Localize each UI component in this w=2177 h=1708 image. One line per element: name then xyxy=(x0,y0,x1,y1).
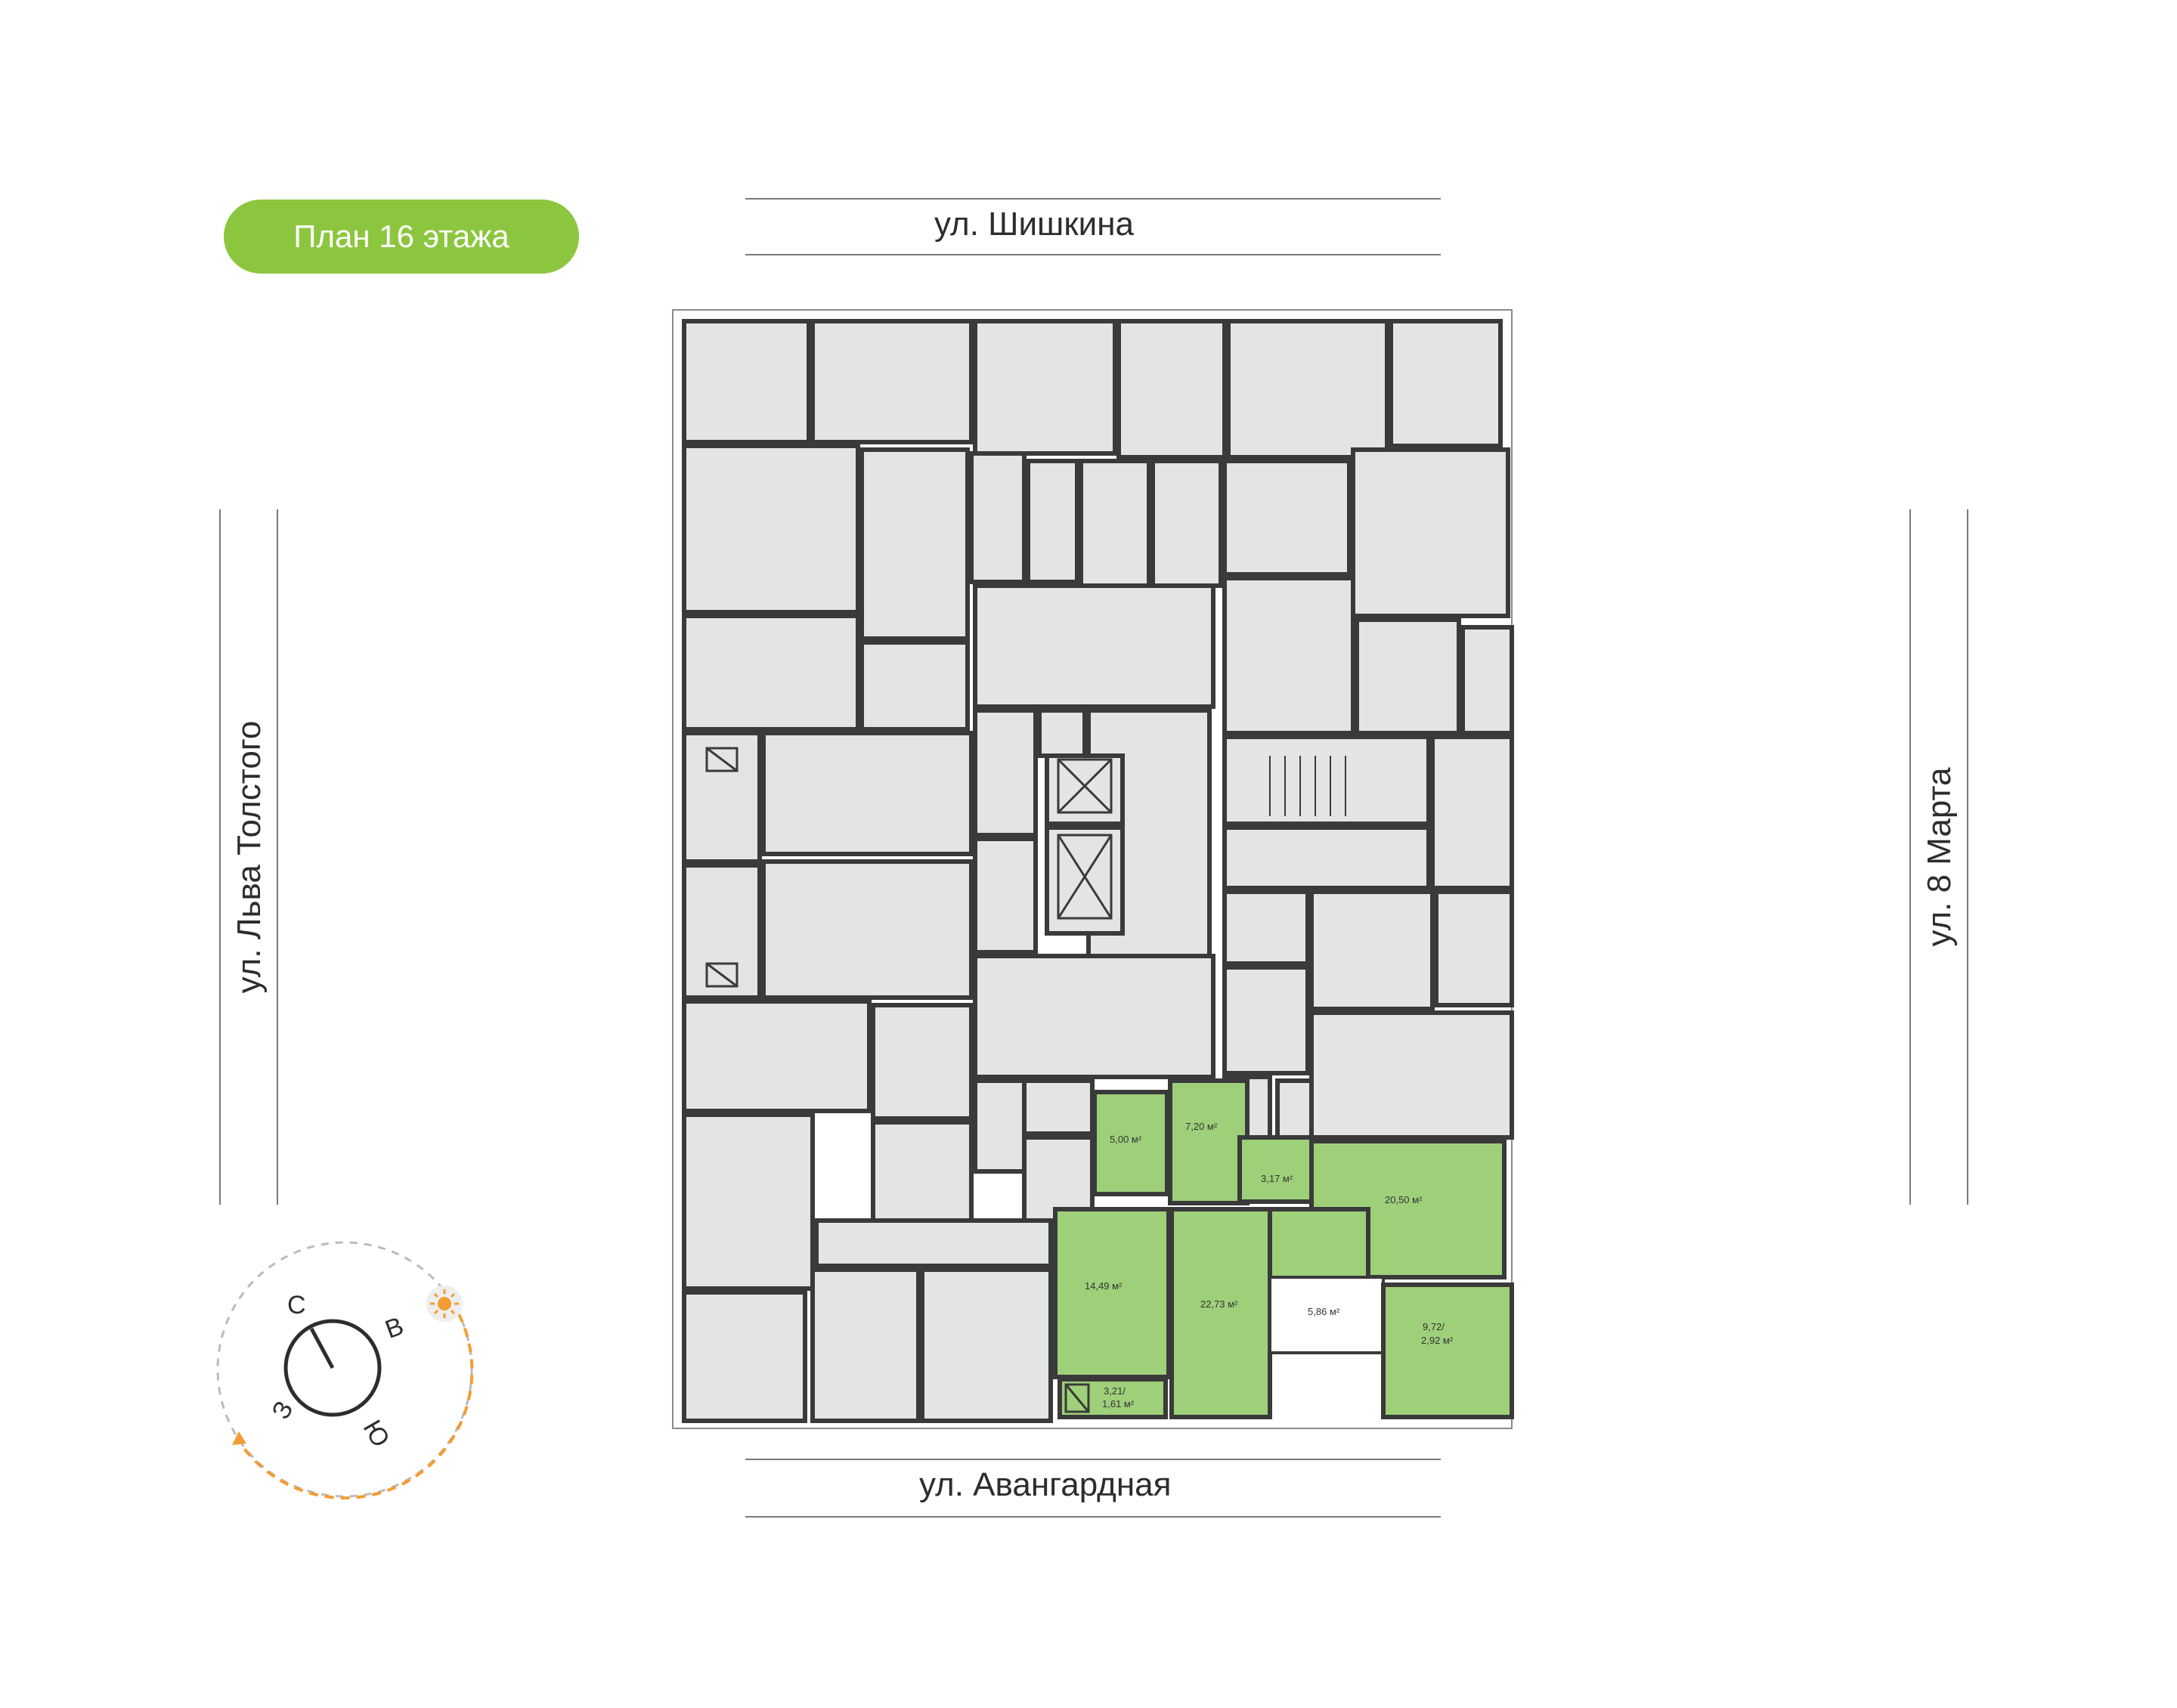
staircase xyxy=(1269,756,1346,816)
north-street-line-top xyxy=(745,198,1441,200)
west-street-line-right xyxy=(277,509,278,1205)
compass-needle xyxy=(309,1327,335,1369)
street-south: ул. Авангардная xyxy=(919,1466,1172,1503)
north-street-line-bottom xyxy=(745,254,1441,255)
room-3-17-label: 3,17 м² xyxy=(1261,1173,1293,1184)
room-3-21-label-1: 3,21/ xyxy=(1104,1385,1126,1397)
room-14-49-shape[interactable] xyxy=(1053,1207,1171,1379)
sun-icon xyxy=(426,1286,463,1322)
south-street-line-bottom xyxy=(745,1516,1441,1518)
room-3-21-label-2: 1,61 м² xyxy=(1102,1398,1135,1409)
room-22-73-label: 22,73 м² xyxy=(1200,1298,1238,1310)
compass-south: Ю xyxy=(358,1416,395,1453)
room-7-20-label: 7,20 м² xyxy=(1185,1121,1218,1132)
compass: С В Ю З xyxy=(216,1241,474,1499)
room-9-72-shape[interactable] xyxy=(1381,1283,1514,1419)
apartment-highlight[interactable] xyxy=(1053,1078,1514,1419)
compass-outer-dashed xyxy=(216,1241,473,1498)
room-20-50-label: 20,50 м² xyxy=(1385,1194,1423,1205)
compass-dial xyxy=(283,1319,382,1417)
east-street-line-right xyxy=(1967,509,1968,1205)
floor-title-badge: План 16 этажа xyxy=(224,200,579,274)
east-street-line-left xyxy=(1909,509,1911,1205)
room-5-86-label: 5,86 м² xyxy=(1308,1306,1340,1317)
street-north: ул. Шишкина xyxy=(934,206,1134,243)
room-22-73-shape[interactable] xyxy=(1169,1207,1272,1419)
sun-path-arrow xyxy=(232,1431,246,1445)
compass-west: З xyxy=(266,1397,299,1425)
room-3-17-shape[interactable] xyxy=(1237,1135,1314,1204)
floor-title: План 16 этажа xyxy=(293,218,509,254)
compass-north: С xyxy=(287,1291,306,1320)
room-5-00-label: 5,00 м² xyxy=(1110,1134,1142,1145)
room-7-20-shape[interactable] xyxy=(1168,1078,1250,1205)
elevator-symbols xyxy=(705,747,1113,1413)
sun-path-arc xyxy=(237,1298,474,1499)
room-5-00-shape[interactable] xyxy=(1092,1090,1169,1196)
room-9-72-label-1: 9,72/ xyxy=(1423,1321,1445,1332)
room-9-72-label-2: 2,92 м² xyxy=(1421,1335,1454,1346)
kitchen-unit xyxy=(1268,1276,1385,1354)
west-street-line-left xyxy=(219,509,221,1205)
room-14-49-label: 14,49 м² xyxy=(1085,1280,1123,1292)
apartments-gray xyxy=(682,319,1514,1423)
south-street-line-top xyxy=(745,1459,1441,1460)
room-labels: 7,20 м² 5,00 м² 3,17 м² 20,50 м² 14,49 м… xyxy=(1085,1121,1454,1409)
compass-east: В xyxy=(382,1311,407,1344)
